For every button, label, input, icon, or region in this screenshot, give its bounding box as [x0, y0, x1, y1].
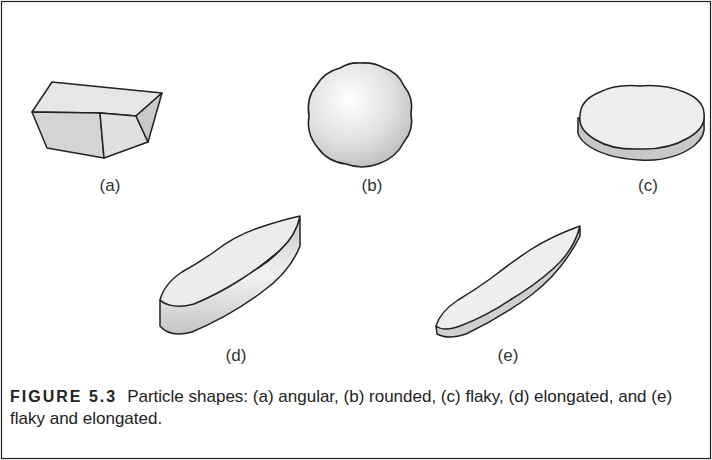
rounded-particle [308, 63, 411, 167]
panel-label: (a) [100, 176, 121, 196]
flaky-particle [578, 86, 705, 161]
angular-particle [32, 82, 162, 158]
panel-label: (e) [498, 346, 519, 366]
panel-label: (d) [226, 346, 247, 366]
figure-number: FIGURE 5.3 [10, 388, 117, 405]
flaky-elongated-particle [436, 226, 580, 337]
elongated-particle [160, 216, 300, 334]
figure-caption: FIGURE 5.3Particle shapes: (a) angular, … [10, 386, 700, 430]
panel-label: (c) [638, 176, 658, 196]
panel-label: (b) [362, 176, 383, 196]
